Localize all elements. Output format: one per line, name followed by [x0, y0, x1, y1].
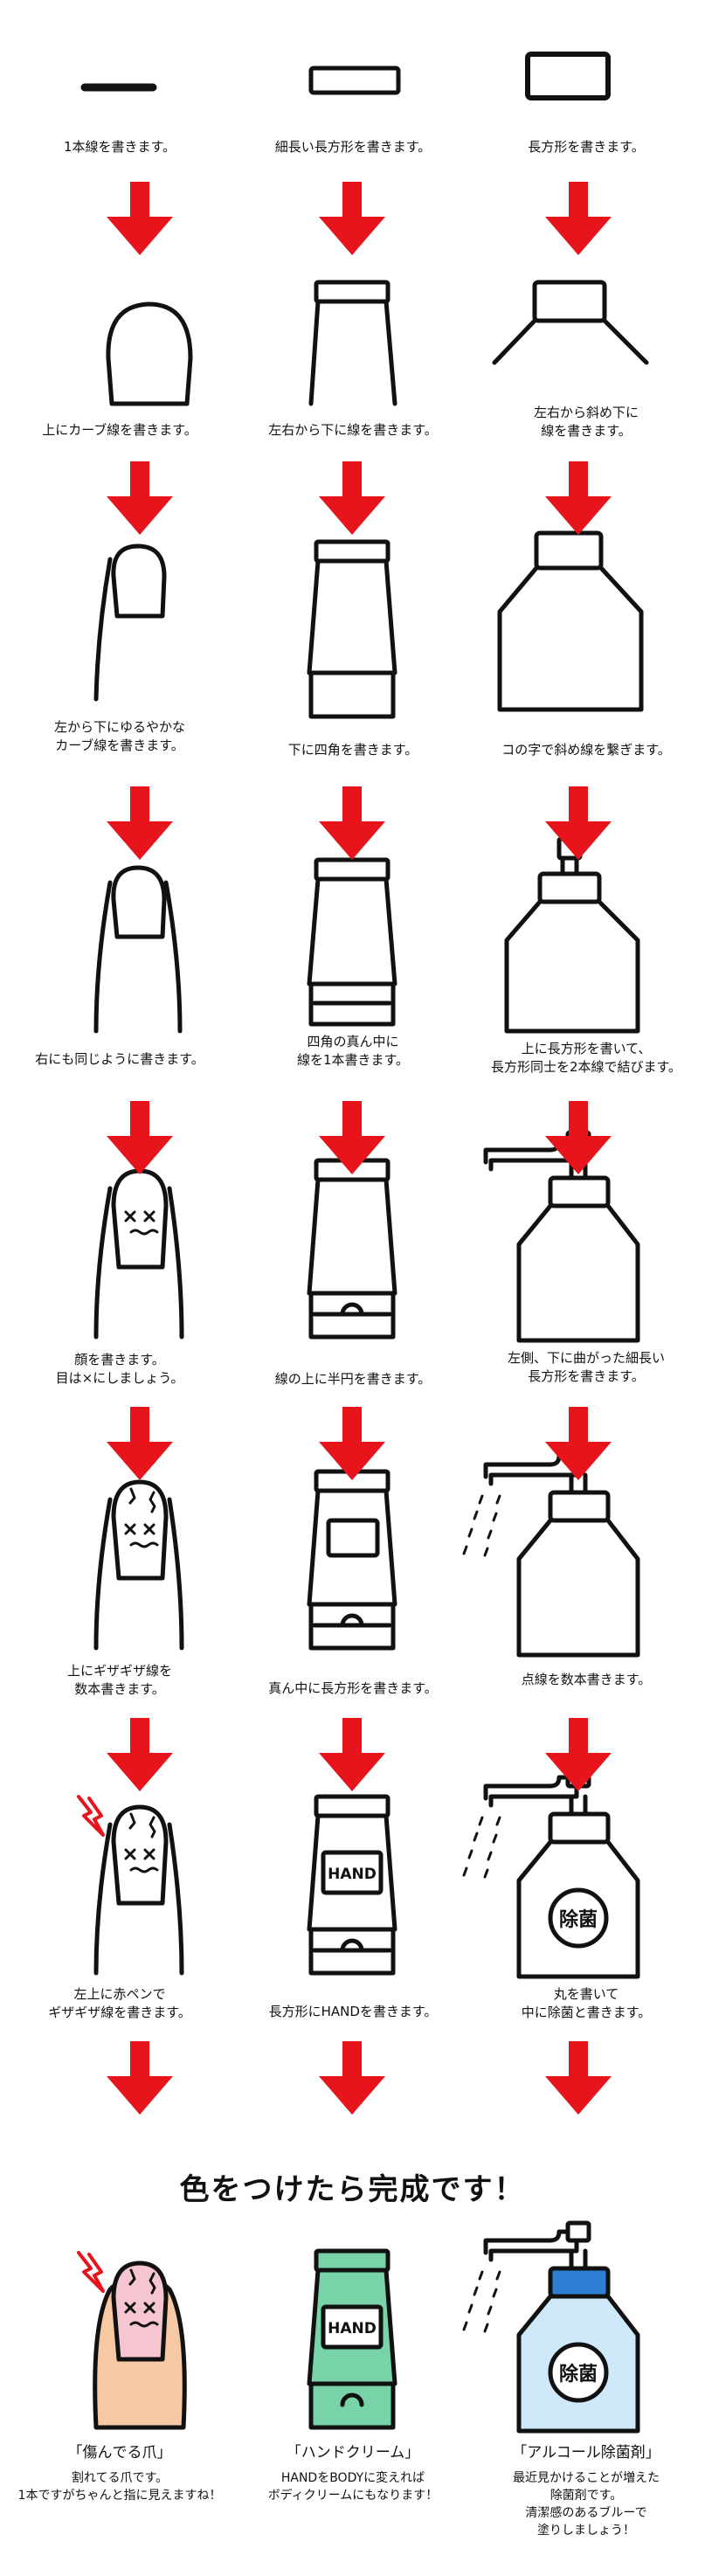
- hand-label-final: HAND: [328, 2320, 377, 2337]
- down-arrow-icon: [545, 1407, 612, 1480]
- final-title: 色をつけたら完成です！: [179, 2172, 526, 2207]
- final-name-sanitizer: 「アルコール除菌剤」: [512, 2444, 660, 2462]
- caption-r5-c1: 顔を書きます。 目は×にしましょう。: [55, 1352, 184, 1386]
- caption-r7-c2: 長方形にHANDを書きます。: [268, 2004, 438, 2019]
- down-arrow-icon: [319, 786, 385, 860]
- down-arrow-icon: [545, 2041, 612, 2115]
- down-arrow-icon: [319, 1718, 385, 1791]
- final-desc-handcream: HANDをBODYに変えれば ボディクリームにもなります！: [267, 2471, 439, 2503]
- row-3-shapes: [93, 530, 644, 719]
- caption-r4-c3: 上に長方形を書いて、 長方形同士を2本線で結びます。: [490, 1041, 682, 1075]
- down-arrow-icon: [545, 182, 612, 255]
- caption-r5-c2: 線の上に半円を書きます。: [274, 1371, 432, 1387]
- caption-r1-c2: 細長い長方形を書きます。: [274, 139, 432, 155]
- jokin-label-row7: 除菌: [559, 1908, 598, 1931]
- row-5-shapes: [93, 1130, 640, 1343]
- down-arrow-icon: [545, 1101, 612, 1174]
- final-desc-nail: 割れてる爪です。 1本ですがちゃんと指に見えますね！: [17, 2471, 222, 2503]
- down-arrow-icon: [319, 461, 385, 535]
- final-name-nail: 「傷んでる爪」: [67, 2444, 172, 2462]
- row-2-shapes: [106, 280, 649, 406]
- caption-r3-c2: 下に四角を書きます。: [287, 742, 418, 758]
- down-arrow-icon: [107, 1407, 173, 1480]
- final-desc-sanitizer: 最近見かけることが増えた 除菌剤です。 清潔感のあるブルーで 塗りしましょう！: [513, 2471, 660, 2538]
- down-arrow-icon: [319, 1407, 385, 1480]
- down-arrow-icon: [107, 182, 173, 255]
- down-arrow-icon: [545, 786, 612, 860]
- caption-r2-c1: 上にカーブ線を書きます。: [42, 422, 197, 438]
- caption-r1-c3: 長方形を書きます。: [528, 139, 645, 155]
- jokin-label-final: 除菌: [559, 2363, 598, 2386]
- down-arrow-icon: [107, 1101, 173, 1174]
- row-6-shapes: [93, 1444, 640, 1658]
- row-4-shapes: [93, 836, 640, 1034]
- final-shapes: [77, 2220, 640, 2434]
- caption-r6-c2: 真ん中に長方形を書きます。: [268, 1680, 438, 1696]
- down-arrow-icon: [107, 461, 173, 535]
- row-7-shapes: [77, 1766, 640, 1979]
- down-arrow-icon: [107, 786, 173, 860]
- row-1-shapes: [80, 52, 611, 100]
- caption-r2-c2: 左右から下に線を書きます。: [268, 422, 438, 438]
- caption-r5-c3: 左側、下に曲がった細長い 長方形を書きます。: [507, 1350, 665, 1384]
- down-arrow-icon: [319, 182, 385, 255]
- down-arrow-icon: [319, 1101, 385, 1174]
- caption-r4-c1: 右にも同じように書きます。: [35, 1051, 204, 1067]
- down-arrow-icon: [107, 2041, 173, 2115]
- down-arrow-icon: [545, 461, 612, 535]
- caption-r6-c1: 上にギザギザ線を 数本書きます。: [66, 1663, 172, 1697]
- caption-r7-c3: 丸を書いて 中に除菌と書きます。: [521, 1986, 652, 2020]
- final-name-handcream: 「ハンドクリーム」: [286, 2444, 420, 2462]
- caption-r6-c3: 点線を数本書きます。: [521, 1672, 652, 1687]
- down-arrow-icon: [319, 2041, 385, 2115]
- caption-r3-c1: 左から下にゆるやかな カーブ線を書きます。: [53, 719, 185, 753]
- caption-r4-c2: 四角の真ん中に 線を1本書きます。: [296, 1034, 410, 1068]
- caption-r7-c1: 左上に赤ペンで ギザギザ線を書きます。: [48, 1986, 191, 2020]
- caption-r1-c1: 1本線を書きます。: [63, 139, 176, 155]
- caption-r2-c3: 左右から斜め下に 線を書きます。: [533, 405, 639, 439]
- hand-label-row7: HAND: [328, 1866, 377, 1883]
- caption-r3-c3: コの字で斜め線を繋ぎます。: [501, 742, 671, 758]
- down-arrow-icon: [107, 1718, 173, 1791]
- down-arrow-icon: [545, 1718, 612, 1791]
